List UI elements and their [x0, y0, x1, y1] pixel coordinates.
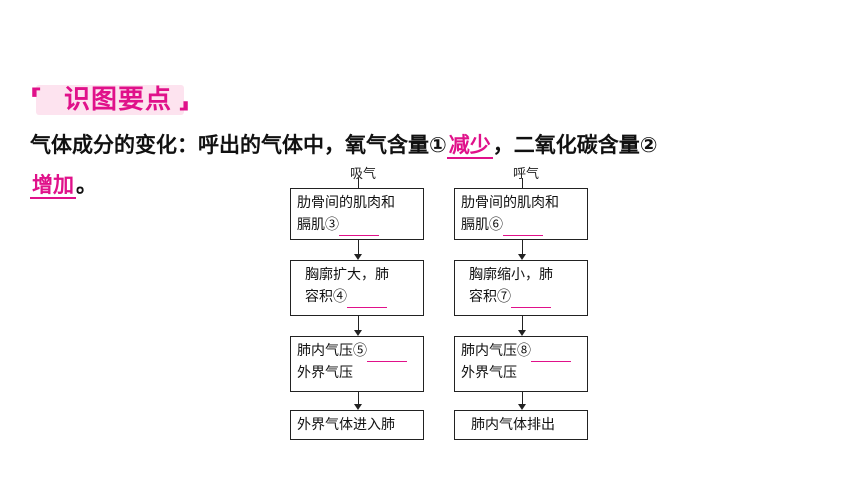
- exhale-connector-1: [522, 240, 523, 256]
- inhale-connector-1: [358, 240, 359, 256]
- exhale-step-3-line2: 外界气压: [461, 365, 517, 381]
- blank-3: [339, 221, 379, 236]
- blank-8: [531, 347, 571, 362]
- inhale-header: 吸气: [350, 167, 377, 182]
- exhale-step-2: 胸廓缩小，肺 容积⑦: [454, 260, 588, 316]
- inhale-connector-2: [358, 316, 359, 332]
- arrow-down-icon: [518, 404, 526, 410]
- exhale-step-3-line1: 肺内气压⑧: [461, 343, 531, 359]
- arrow-down-icon: [354, 330, 362, 336]
- left-bracket-icon: ⸢: [30, 84, 42, 114]
- answer-1: 减少: [446, 133, 493, 159]
- inhale-connector-3: [358, 392, 359, 406]
- inhale-step-3: 肺内气压⑤ 外界气压: [290, 336, 424, 392]
- badge-background: [36, 85, 184, 115]
- right-bracket-icon: ⸥: [178, 84, 190, 114]
- breathing-flow-diagram: 吸气 呼气 肋骨间的肌肉和 膈肌③ 胸廓扩大，肺 容积④ 肺内气压⑤ 外界气压 …: [288, 160, 600, 442]
- section-heading: 识图要点: [64, 85, 173, 115]
- blank-7: [511, 293, 551, 308]
- blank-5: [367, 347, 407, 362]
- exhale-step-4: 肺内气体排出: [454, 410, 588, 440]
- line1-suffix: ，二氧化碳含量②: [492, 133, 658, 157]
- line2-suffix: 。: [76, 173, 97, 197]
- blank-4: [347, 293, 387, 308]
- arrow-down-icon: [354, 404, 362, 410]
- gas-change-sentence: 气体成分的变化：呼出的气体中，氧气含量①减少，二氧化碳含量②: [30, 130, 658, 160]
- exhale-step-1-line1: 肋骨间的肌肉和: [461, 195, 559, 211]
- arrow-down-icon: [518, 254, 526, 260]
- inhale-step-3-line1: 肺内气压⑤: [297, 343, 367, 359]
- blank-6: [503, 221, 543, 236]
- inhale-step-1-line1: 肋骨间的肌肉和: [297, 195, 395, 211]
- gas-change-sentence-continued: 增加。: [30, 170, 97, 200]
- inhale-step-4: 外界气体进入肺: [290, 410, 424, 440]
- answer-2: 增加: [30, 173, 76, 199]
- inhale-step-1: 肋骨间的肌肉和 膈肌③: [290, 188, 424, 240]
- exhale-connector-3: [522, 392, 523, 406]
- exhale-header: 呼气: [513, 167, 540, 182]
- exhale-step-1-line2: 膈肌⑥: [461, 217, 503, 233]
- arrow-down-icon: [354, 254, 362, 260]
- exhale-step-3: 肺内气压⑧ 外界气压: [454, 336, 588, 392]
- inhale-step-2: 胸廓扩大，肺 容积④: [290, 260, 424, 316]
- inhale-step-3-line2: 外界气压: [297, 365, 353, 381]
- line1-prefix: 气体成分的变化：呼出的气体中，氧气含量①: [30, 133, 447, 157]
- arrow-down-icon: [518, 330, 526, 336]
- exhale-connector-2: [522, 316, 523, 332]
- inhale-step-1-line2: 膈肌③: [297, 217, 339, 233]
- exhale-step-2-line1: 胸廓缩小，肺: [469, 267, 553, 283]
- exhale-step-1: 肋骨间的肌肉和 膈肌⑥: [454, 188, 588, 240]
- inhale-step-2-line1: 胸廓扩大，肺: [305, 267, 389, 283]
- inhale-step-2-line2: 容积④: [305, 289, 347, 305]
- section-heading-badge: ⸢ 识图要点 ⸥: [30, 82, 190, 118]
- exhale-step-2-line2: 容积⑦: [469, 289, 511, 305]
